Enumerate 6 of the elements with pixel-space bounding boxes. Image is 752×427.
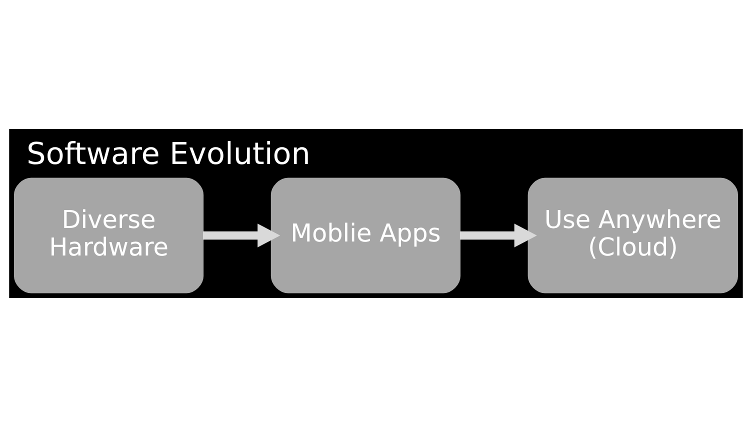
node-box: Diverse Hardware <box>14 178 204 294</box>
node-box: Moblie Apps <box>270 178 460 294</box>
arrow <box>460 224 537 248</box>
arrow <box>202 224 280 248</box>
node-box: Use Anywhere (Cloud) <box>528 178 738 294</box>
diagram-title: Software Evolution <box>26 137 310 172</box>
